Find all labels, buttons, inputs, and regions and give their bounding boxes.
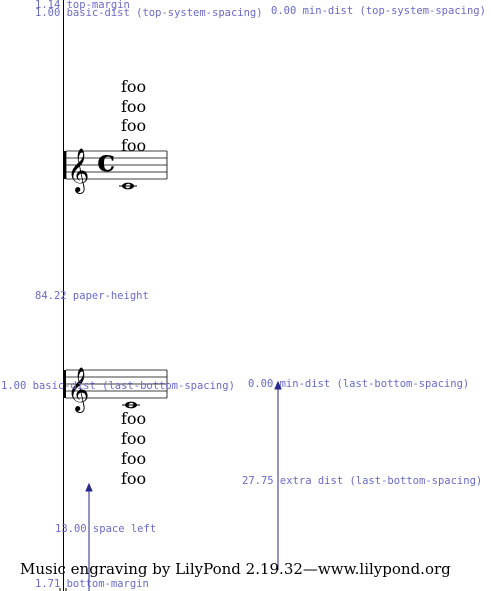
lyric-word: foo [121, 449, 147, 468]
top-system-min-dist-label: 0.00 min-dist (top-system-spacing) [271, 5, 486, 17]
treble-clef-icon: 𝄞 [67, 367, 89, 413]
paper-height-line [63, 0, 64, 591]
last-bottom-extra-dist-label: 27.75 extra dist (last-bottom-spacing) [242, 475, 483, 487]
lyric-word: foo [121, 97, 147, 116]
whole-note [119, 182, 137, 190]
engraving-footer: Music engraving by LilyPond 2.19.32—www.… [20, 560, 451, 578]
top-system-basic-dist-label: 1.00 basic-dist (top-system-spacing) [35, 7, 263, 19]
lyric-word: foo [121, 136, 147, 155]
lyric-word: foo [121, 429, 147, 448]
lyric-word: foo [121, 77, 147, 96]
paper-height-label: 84.22 paper-height [35, 290, 149, 302]
last-bottom-basic-dist-label: 1.00 basic-dist (last-bottom-spacing) [1, 380, 235, 392]
time-signature-common-time: c [97, 144, 116, 179]
space-left-arrow [85, 482, 93, 591]
last-bottom-min-dist-label: 0.00 min-dist (last-bottom-spacing) [248, 378, 470, 390]
lyric-word: foo [121, 469, 147, 488]
system-start-bar [64, 151, 66, 179]
lyric-word: foo [121, 116, 147, 135]
top-margin-label: 1.14 top-margin [35, 0, 130, 11]
space-left-label: 13.00 space left [55, 523, 157, 535]
treble-clef-icon: 𝄞 [67, 148, 89, 194]
bottom-margin-label: 1.71 bottom-margin [35, 578, 149, 590]
whole-note [122, 401, 140, 409]
extra-dist-arrow [274, 380, 282, 570]
lyric-word: foo [121, 409, 147, 428]
